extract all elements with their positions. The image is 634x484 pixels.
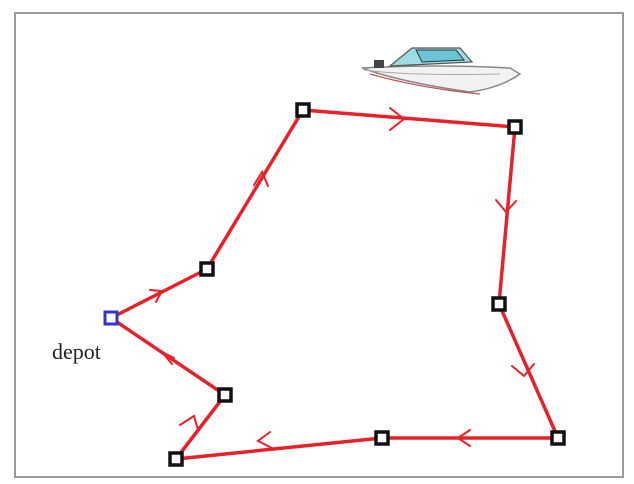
arrow-6 (456, 429, 471, 447)
arrow-2 (253, 169, 269, 187)
arrow-5 (511, 363, 535, 378)
customer-nodes (168, 102, 566, 467)
customer-node (550, 430, 566, 446)
direction-arrows (149, 107, 535, 449)
customer-node (374, 430, 390, 446)
diagram-frame (14, 12, 624, 478)
customer-node (217, 387, 233, 403)
customer-node (295, 102, 311, 118)
motorboat-icon (361, 47, 522, 95)
route-path (109, 108, 560, 461)
customer-node (168, 451, 184, 467)
depot-node (103, 310, 119, 326)
depot-label: depot (52, 339, 101, 364)
arrow-9 (161, 351, 175, 365)
customer-node (507, 119, 523, 135)
customer-node (199, 261, 215, 277)
arrow-3 (389, 107, 406, 131)
customer-node (491, 296, 507, 312)
arrow-1 (149, 289, 164, 303)
arrow-8 (179, 414, 199, 431)
arrow-7 (256, 431, 273, 449)
arrow-4 (495, 199, 517, 214)
